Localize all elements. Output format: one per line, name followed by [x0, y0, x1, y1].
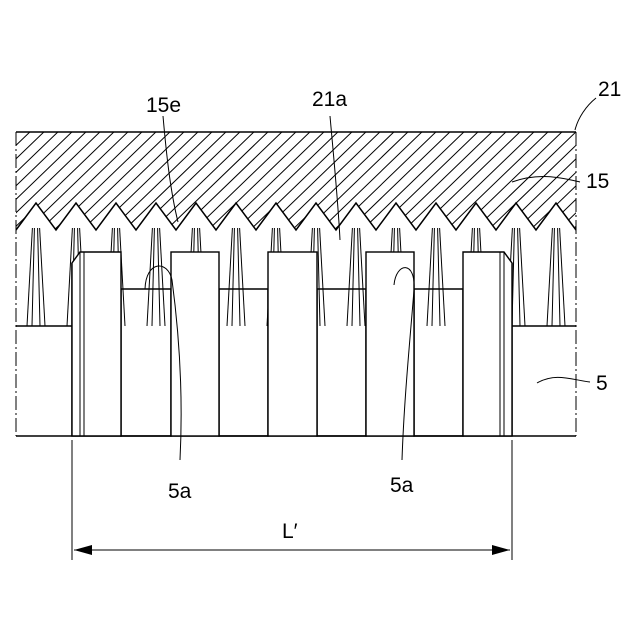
tooth — [463, 252, 512, 436]
hatch-line — [162, 128, 272, 234]
tooth — [72, 252, 121, 436]
hatch-line — [260, 128, 370, 234]
serration-line — [352, 228, 354, 326]
serration-line — [520, 228, 525, 326]
hatch-line — [106, 128, 216, 234]
groove-5a — [414, 289, 463, 436]
serration-line — [160, 228, 165, 326]
hatch-line — [386, 128, 496, 234]
serration-line — [27, 228, 32, 326]
serration-line — [240, 228, 245, 326]
hatch-line — [22, 128, 132, 234]
arrowhead-right — [492, 545, 510, 555]
hatch-line — [302, 128, 412, 234]
dimension-L-prime: L′ — [72, 440, 512, 560]
hatch-line — [400, 128, 510, 234]
serration-line — [558, 228, 560, 326]
tooth — [268, 252, 317, 436]
hatch-line — [456, 128, 566, 234]
hatch-line — [442, 128, 552, 234]
hatch-line — [218, 128, 328, 234]
hatch-line — [78, 128, 188, 234]
serration-line — [238, 228, 240, 326]
serration-line — [360, 228, 365, 326]
serration-line — [440, 228, 445, 326]
serration-line — [552, 228, 554, 326]
hatch-line — [134, 128, 244, 234]
label-5: 5 — [596, 372, 608, 395]
label-5a-left: 5a — [168, 480, 192, 503]
label-L-prime: L′ — [282, 520, 298, 543]
label-21a: 21a — [312, 88, 347, 111]
hatch-line — [414, 128, 524, 234]
hatch-line — [120, 128, 230, 234]
serration-line — [432, 228, 434, 326]
hatch-line — [64, 128, 174, 234]
leader-21 — [575, 98, 596, 130]
serration-line — [152, 228, 154, 326]
serration-line — [358, 228, 360, 326]
lower-member-5 — [16, 252, 576, 436]
serration-line — [147, 228, 152, 326]
hatch-line — [36, 128, 146, 234]
hatch-line — [0, 128, 6, 234]
arrowhead-left — [74, 545, 92, 555]
hatch-line — [358, 128, 468, 234]
serration-line — [518, 228, 520, 326]
hatch-line — [176, 128, 286, 234]
label-15e: 15e — [146, 94, 181, 117]
upper-member-15 — [0, 128, 640, 234]
label-15: 15 — [586, 170, 609, 193]
serration-line — [227, 228, 232, 326]
serration-line — [318, 228, 320, 326]
hatch-line — [204, 128, 314, 234]
hatch-line — [344, 128, 454, 234]
hatch-line — [526, 128, 636, 234]
serration-line — [32, 228, 34, 326]
groove — [219, 289, 268, 436]
serration-line — [232, 228, 234, 326]
label-5a-right: 5a — [390, 474, 414, 497]
serration-line — [38, 228, 40, 326]
hatch-line — [148, 128, 258, 234]
serration-line — [560, 228, 565, 326]
hatch-line — [428, 128, 538, 234]
serration-line — [547, 228, 552, 326]
serration-line — [438, 228, 440, 326]
serration-line — [427, 228, 432, 326]
hatch-line — [0, 128, 34, 234]
leader-5 — [537, 377, 590, 383]
serration-line — [40, 228, 45, 326]
tooth — [366, 252, 414, 436]
leader-15 — [512, 177, 580, 182]
label-21: 21 — [598, 78, 621, 101]
serration-line — [320, 228, 325, 326]
serration-line — [347, 228, 352, 326]
groove-5a — [121, 289, 171, 436]
hatch-line — [246, 128, 356, 234]
serration-line — [158, 228, 160, 326]
